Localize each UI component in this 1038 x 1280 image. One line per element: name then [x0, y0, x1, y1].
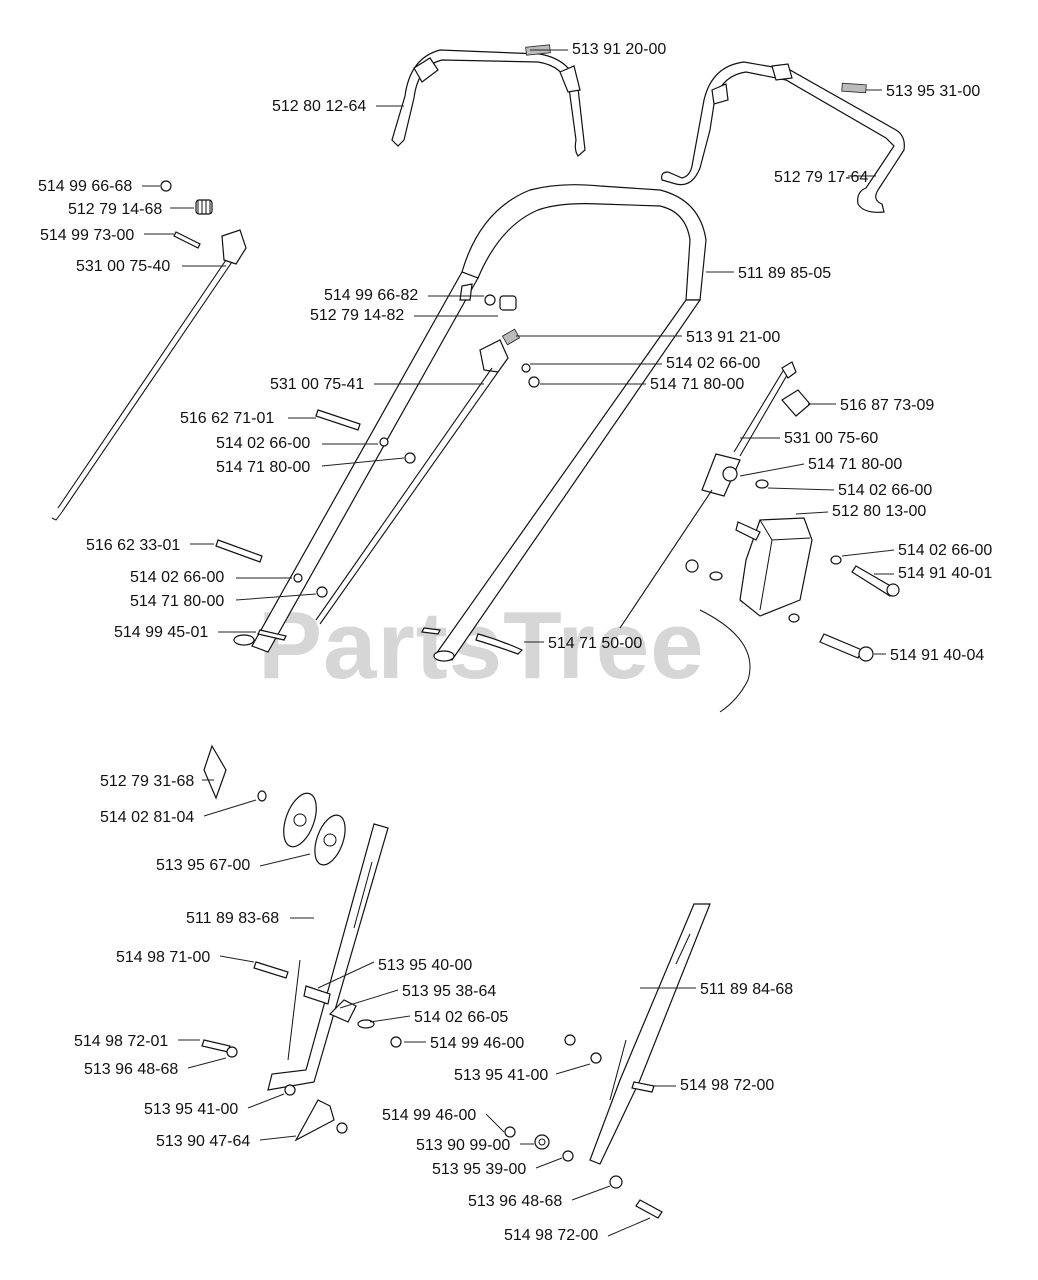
- part-number-label[interactable]: 514 98 72-01: [74, 1033, 168, 1050]
- part-number-label[interactable]: 514 98 72-00: [680, 1077, 774, 1094]
- leader-line: [247, 1093, 285, 1109]
- part-number-label[interactable]: 516 62 71-01: [180, 410, 274, 427]
- upper-handle-right: [661, 61, 905, 213]
- part-number-label[interactable]: 514 71 50-00: [548, 635, 642, 652]
- part-number-label[interactable]: 513 91 21-00: [686, 329, 780, 346]
- part-number-label[interactable]: 512 79 14-68: [68, 201, 162, 218]
- part-number-label[interactable]: 513 95 67-00: [156, 857, 250, 874]
- lower-right-arm: [504, 903, 711, 1219]
- part-number-label[interactable]: 511 89 85-05: [738, 265, 831, 282]
- part-number-label[interactable]: 514 71 80-00: [650, 376, 744, 393]
- leader-line: [555, 1063, 591, 1075]
- part-number-label[interactable]: 514 99 45-01: [114, 624, 208, 641]
- part-labels: 513 91 20-00 512 80 12-64 513 95 31-00 512 …: [38, 41, 992, 1244]
- leader-line: [607, 1217, 651, 1237]
- part-number-label[interactable]: 514 02 66-00: [838, 482, 932, 499]
- part-number-label[interactable]: 511 89 83-68: [186, 910, 279, 927]
- part-number-label[interactable]: 514 02 66-00: [666, 355, 760, 372]
- part-number-label[interactable]: 514 02 66-00: [216, 435, 310, 452]
- leader-line: [339, 989, 399, 1009]
- leader-line: [259, 1135, 297, 1141]
- part-number-label[interactable]: 512 80 12-64: [272, 98, 366, 115]
- part-number-label[interactable]: 514 02 66-00: [130, 569, 224, 586]
- part-number-label[interactable]: 514 99 66-82: [324, 287, 418, 304]
- leader-line: [259, 853, 311, 867]
- part-number-label[interactable]: 511 89 84-68: [700, 981, 793, 998]
- right-cable: [619, 361, 811, 713]
- part-number-label[interactable]: 514 99 66-68: [38, 178, 132, 195]
- part-number-label[interactable]: 514 99 73-00: [40, 227, 134, 244]
- part-number-label[interactable]: 531 00 75-41: [270, 376, 364, 393]
- leader-line: [235, 593, 317, 601]
- part-number-label[interactable]: 513 95 41-00: [144, 1101, 238, 1118]
- part-number-label[interactable]: 512 80 13-00: [832, 503, 926, 520]
- part-number-label[interactable]: 531 00 75-60: [784, 430, 878, 447]
- part-number-label[interactable]: 514 99 46-00: [430, 1035, 524, 1052]
- lower-left-assembly: [201, 744, 402, 1142]
- part-number-label[interactable]: 512 79 14-82: [310, 307, 404, 324]
- leader-line: [571, 1185, 611, 1201]
- part-number-label[interactable]: 513 90 99-00: [416, 1137, 510, 1154]
- part-number-label[interactable]: 514 98 71-00: [116, 949, 210, 966]
- leader-line: [485, 1113, 505, 1133]
- left-cable-parts: [51, 180, 247, 521]
- part-number-label[interactable]: 513 90 47-64: [156, 1133, 250, 1150]
- part-number-label[interactable]: 513 95 40-00: [378, 957, 472, 974]
- part-number-label[interactable]: 513 95 38-64: [402, 983, 496, 1000]
- leader-line: [317, 961, 375, 989]
- part-number-label[interactable]: 514 91 40-01: [898, 565, 992, 582]
- part-number-label[interactable]: 531 00 75-40: [76, 258, 170, 275]
- control-box: [685, 466, 900, 662]
- leader-line: [795, 511, 829, 515]
- leader-line: [203, 799, 257, 817]
- part-number-label[interactable]: 514 71 80-00: [130, 593, 224, 610]
- part-number-label[interactable]: 514 91 40-04: [890, 647, 984, 664]
- leader-line: [767, 487, 835, 491]
- leader-line: [321, 457, 405, 467]
- part-number-label[interactable]: 514 71 80-00: [808, 456, 902, 473]
- part-number-label[interactable]: 513 95 39-00: [432, 1161, 526, 1178]
- part-number-label[interactable]: 514 02 66-00: [898, 542, 992, 559]
- part-number-label[interactable]: 514 02 81-04: [100, 809, 194, 826]
- part-number-label[interactable]: 512 79 31-68: [100, 773, 194, 790]
- leader-line: [187, 1057, 227, 1069]
- part-number-label[interactable]: 513 95 31-00: [886, 83, 980, 100]
- middle-cable: [315, 294, 521, 625]
- part-number-label[interactable]: 514 02 66-05: [414, 1009, 508, 1026]
- leader-line: [841, 549, 895, 557]
- part-number-label[interactable]: 514 98 72-00: [504, 1227, 598, 1244]
- main-handle: [233, 184, 707, 662]
- part-number-label[interactable]: 513 91 20-00: [572, 41, 666, 58]
- part-number-label[interactable]: 513 95 41-00: [454, 1067, 548, 1084]
- part-number-label[interactable]: 514 99 46-00: [382, 1107, 476, 1124]
- upper-handle-left: [391, 44, 586, 157]
- part-number-label[interactable]: 512 79 17-64: [774, 169, 868, 186]
- part-number-label[interactable]: 513 96 48-68: [468, 1193, 562, 1210]
- leader-line: [369, 1015, 411, 1023]
- part-number-label[interactable]: 516 87 73-09: [840, 397, 934, 414]
- leader-line: [535, 1157, 563, 1169]
- leader-line: [739, 463, 805, 477]
- leader-line: [219, 955, 255, 963]
- part-number-label[interactable]: 514 71 80-00: [216, 459, 310, 476]
- middle-fasteners: [215, 363, 540, 655]
- part-number-label[interactable]: 516 62 33-01: [86, 537, 180, 554]
- part-number-label[interactable]: 513 96 48-68: [84, 1061, 178, 1078]
